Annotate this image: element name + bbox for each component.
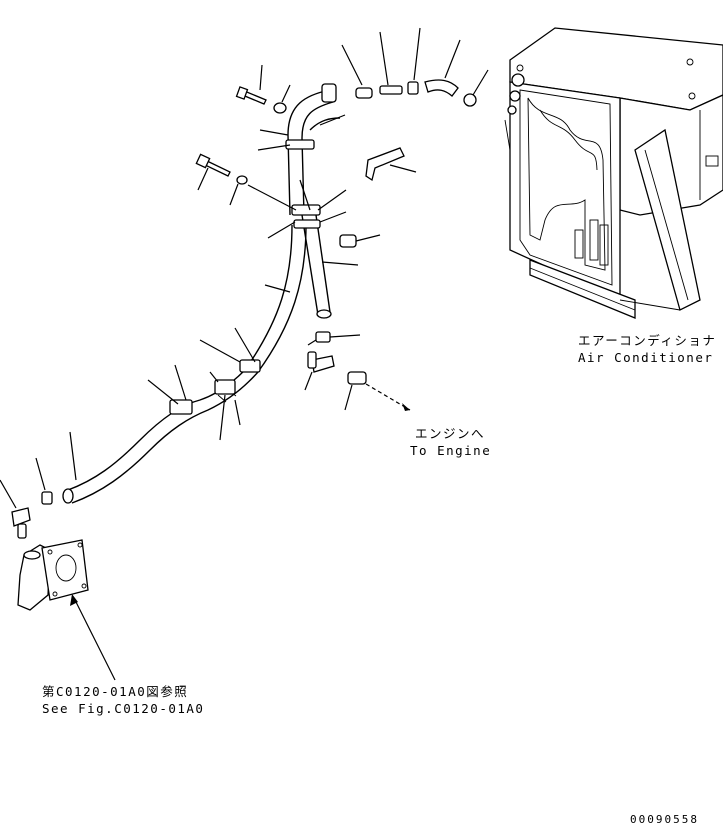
fittings (11, 79, 477, 611)
air-conditioner-unit (504, 27, 723, 319)
reference-label-jp: 第C0120-01A0図参照 (42, 684, 188, 699)
aircon-label-en: Air Conditioner (578, 350, 713, 365)
engine-label-jp: エンジンへ (415, 426, 485, 441)
hose-assembly (62, 89, 341, 504)
drawing-code: 00090558 (630, 813, 699, 826)
reference-label-en: See Fig.C0120-01A0 (42, 701, 204, 716)
aircon-label-jp: エアーコンディショナ (578, 333, 716, 348)
engine-label-en: To Engine (410, 443, 491, 458)
hose-clamps (169, 139, 321, 415)
leader-lines (0, 27, 489, 681)
